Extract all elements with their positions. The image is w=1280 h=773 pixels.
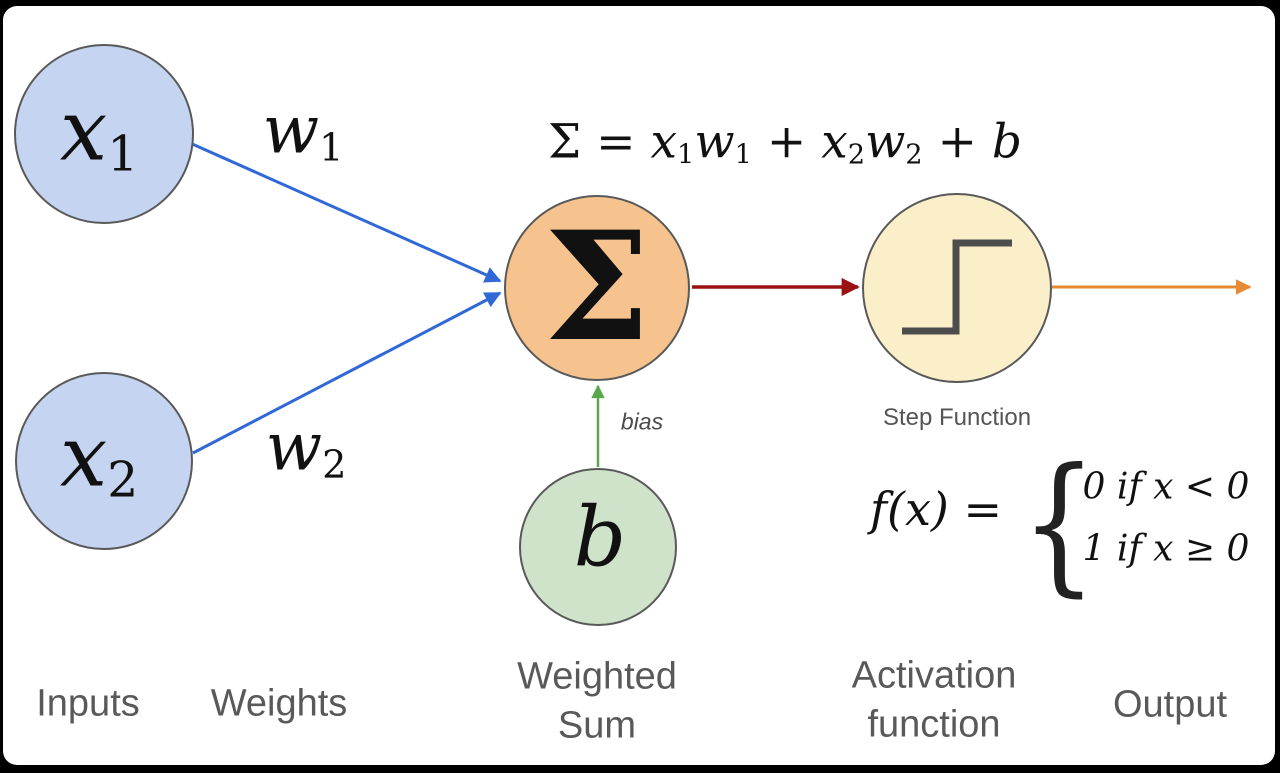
sum-formula-x2: x — [821, 114, 848, 170]
stage-label-activation-function: Activation function — [851, 654, 1017, 746]
sum-formula-x1-sub: 1 — [677, 139, 695, 171]
weight-arrow-w1 — [189, 141, 502, 283]
bias-arrow-label: bias — [620, 408, 664, 435]
sum-formula-w2: w — [865, 114, 906, 170]
sum-formula-w2-sub: 2 — [905, 139, 923, 171]
fx-text: f(x) — [869, 482, 949, 536]
input-node-x1 — [14, 44, 194, 224]
sum-formula-b: b — [991, 114, 1022, 170]
input-x2-label: x2 — [60, 408, 138, 509]
activation-case-2: 1 if x ≥ 0 — [1082, 528, 1250, 570]
sum-node — [504, 195, 690, 381]
stage-label-inputs: Inputs — [36, 682, 140, 725]
x1-base: x — [59, 81, 108, 180]
fx-equals: = — [948, 482, 1003, 536]
x2-sub: 2 — [107, 452, 139, 509]
w2-base: w — [265, 408, 323, 486]
sum-formula-w1: w — [694, 114, 735, 170]
input-node-x2 — [15, 372, 193, 550]
bias-node — [519, 468, 677, 626]
sum-formula-w1-sub: 1 — [734, 139, 752, 171]
weight-w1-label: w1 — [263, 91, 344, 170]
weight-w2-label: w2 — [266, 408, 347, 487]
sum-formula-x2-sub: 2 — [847, 139, 866, 171]
step-function-icon — [902, 239, 1012, 335]
stage-label-output: Output — [1112, 683, 1228, 726]
activation-formula-brace: { — [1020, 437, 1098, 611]
input-x1-label: x1 — [60, 82, 138, 183]
x2-base: x — [59, 407, 108, 506]
weight-arrow-w2 — [192, 291, 502, 455]
sum-formula-plus2: + — [922, 114, 992, 170]
sigma-symbol: Σ — [543, 199, 651, 375]
step-function-label: Step Function — [882, 404, 1032, 431]
bias-symbol: b — [573, 490, 627, 586]
diagram-background — [3, 6, 1275, 765]
x1-sub: 1 — [107, 126, 139, 183]
stage-label-weights: Weights — [210, 682, 348, 725]
w1-base: w — [262, 91, 320, 169]
w2-sub: 2 — [322, 442, 347, 488]
activation-formula-lhs: f(x) = — [870, 482, 1002, 536]
sum-formula-plus1: + — [751, 114, 822, 170]
stage-label-weighted-sum: Weighted Sum — [517, 655, 677, 747]
activation-case-1: 0 if x < 0 — [1082, 466, 1250, 508]
sum-formula-x1: x — [650, 114, 678, 170]
sum-formula: Σ = x1w1 + x2w2 + b — [548, 114, 1022, 171]
w1-sub: 1 — [319, 125, 344, 171]
sum-formula-lhs: Σ = — [548, 114, 651, 170]
